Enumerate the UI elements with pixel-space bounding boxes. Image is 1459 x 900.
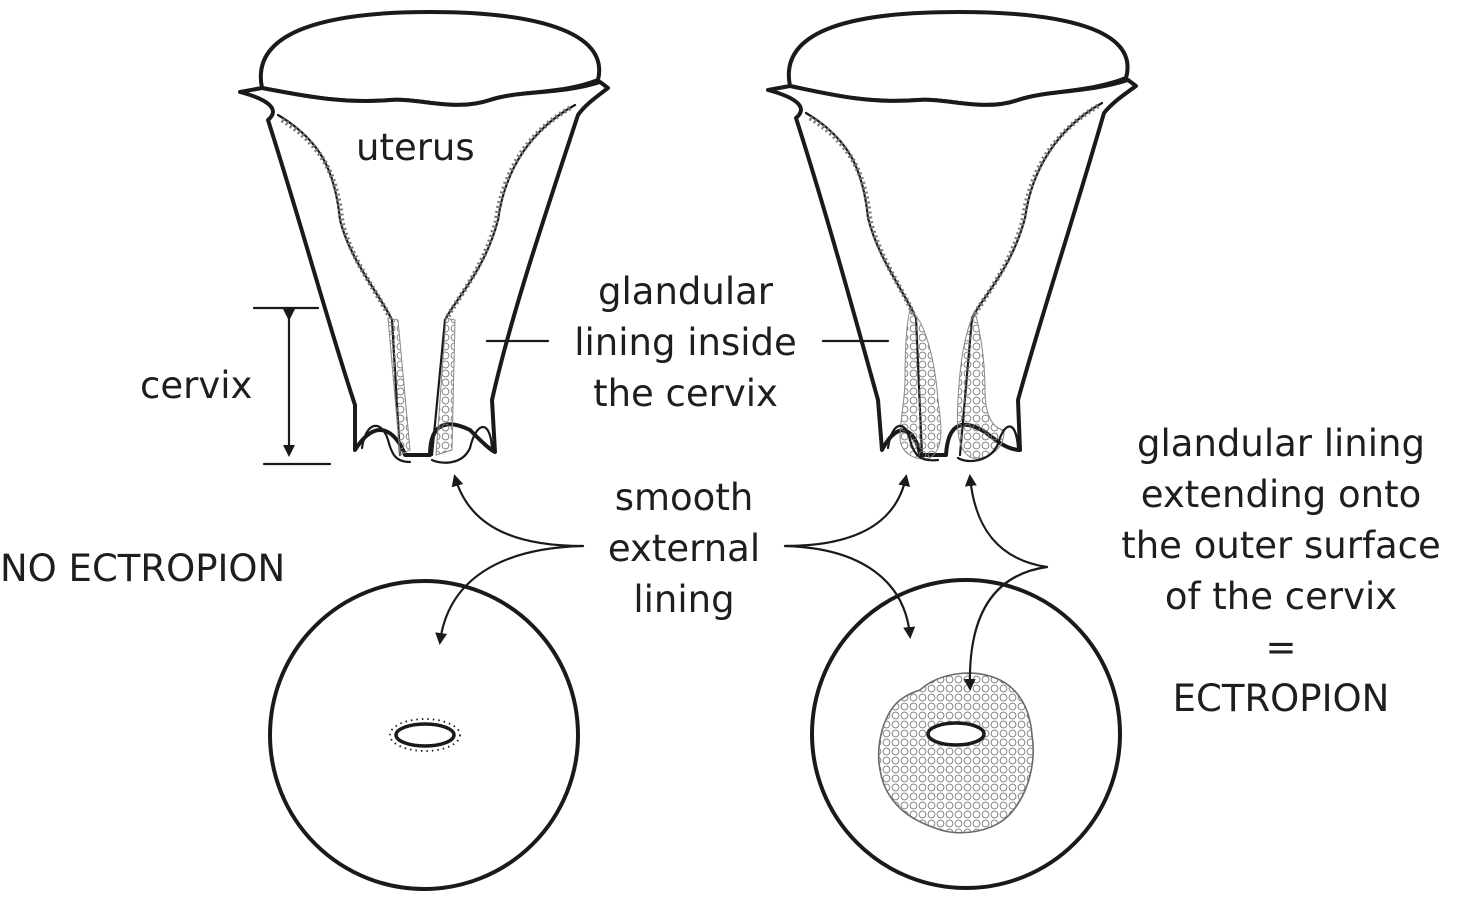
cervix-lip-left-a [360, 424, 412, 464]
arrow-to-right-lip [783, 474, 911, 548]
label-smooth-external-line1: smooth [614, 476, 754, 519]
label-smooth-external-line3: lining [633, 578, 735, 621]
glandular-extension-right-a [899, 309, 942, 460]
cervix-lip-right-b [956, 425, 1020, 463]
arrow-to-right-circle [783, 544, 916, 639]
glandular-canal-left-b [435, 317, 456, 456]
cervix-lip-left-b [430, 425, 494, 464]
label-ectropion-description: glandular lining extending onto the oute… [1103, 418, 1459, 724]
endometrium-wall-right-b [971, 103, 1100, 318]
endometrium-wall-right-a [808, 115, 917, 317]
glandular-canal-left-a [387, 317, 411, 456]
arrow-to-left-lip [451, 474, 585, 548]
label-glandular-inside-line2: lining inside [574, 321, 797, 364]
uterus-ectropion [766, 10, 1138, 463]
label-glandular-inside: glandular lining inside the cervix [548, 266, 823, 419]
label-ectropion-line4: of the cervix [1164, 575, 1398, 618]
label-smooth-external: smooth external lining [583, 472, 785, 625]
arrow-to-ectropion-patch [963, 565, 1049, 691]
ectropion-arrows [963, 474, 1049, 691]
ectropion-patch [877, 672, 1034, 834]
arrow-to-right-extension [964, 474, 1049, 569]
label-ectropion-equals: = [1265, 626, 1297, 669]
label-no-ectropion: NO ECTROPION [0, 547, 286, 590]
cervix-view-normal [268, 579, 580, 891]
cervix-lip-right-a [886, 424, 940, 462]
label-glandular-inside-line1: glandular [598, 270, 773, 313]
os-normal [394, 722, 456, 748]
label-cervix: cervix [140, 364, 253, 407]
label-ectropion-line3: the outer surface [1121, 524, 1441, 567]
label-ectropion-line1: glandular lining [1137, 422, 1425, 465]
label-glandular-inside-line3: the cervix [593, 372, 778, 415]
arrow-to-left-circle [435, 544, 585, 645]
uterus-body-right [766, 78, 1138, 457]
os-ectropion [926, 721, 986, 747]
os-fringe-normal [389, 718, 461, 752]
uterus-normal [238, 10, 610, 464]
label-smooth-external-line2: external [607, 527, 761, 570]
cervix-view-ectropion [810, 578, 1122, 890]
label-uterus: uterus [356, 126, 475, 169]
smooth-lining-arrows [435, 474, 916, 645]
endometrium-wall-left-b [444, 105, 572, 320]
label-ectropion-line2: extending onto [1140, 473, 1422, 516]
cervix-bracket [252, 306, 332, 466]
label-ectropion-term: ECTROPION [1172, 677, 1390, 720]
